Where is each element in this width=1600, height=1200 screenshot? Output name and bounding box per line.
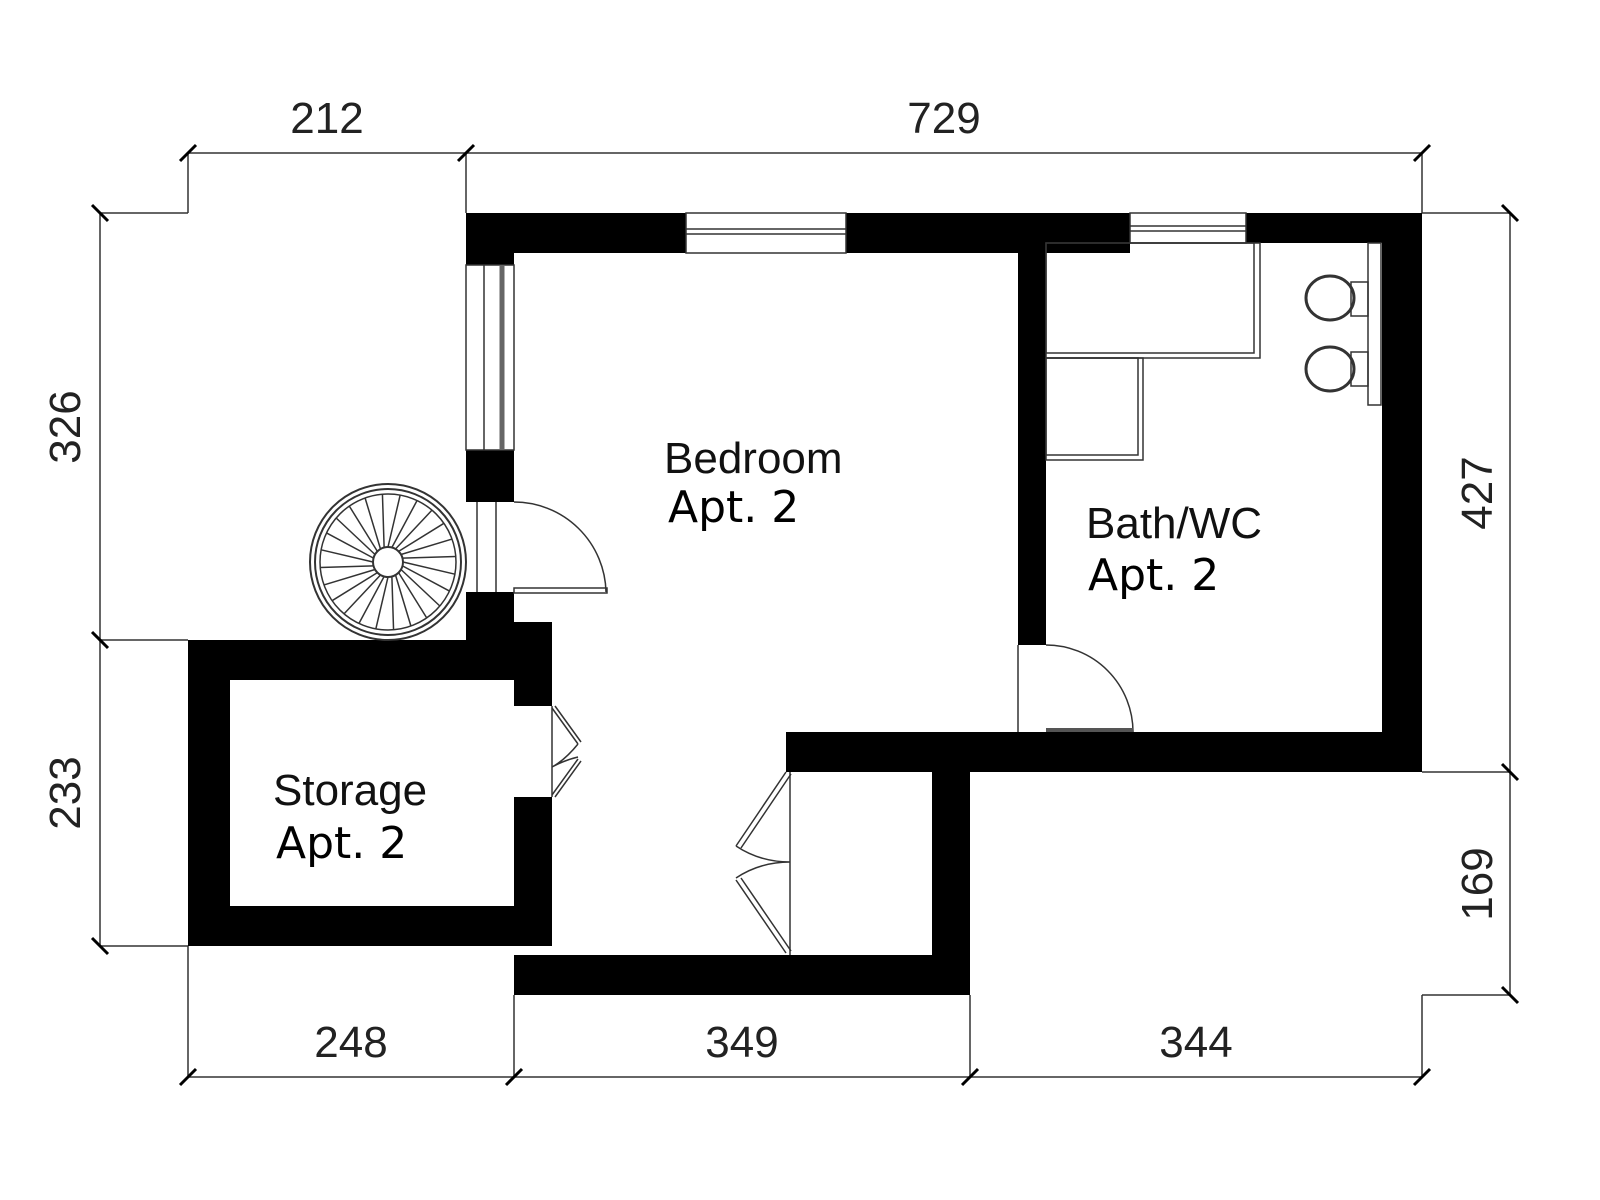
stair-tread [400,538,453,556]
dimension-bottom-right: 344 [1159,1018,1232,1067]
stair-tread [326,532,374,559]
window-top-bedroom [685,212,847,254]
bedroom-label: Bedroom [664,434,843,483]
stair-tread [323,568,376,586]
closet-door[interactable] [735,771,792,955]
toilet-icon [1304,274,1369,322]
bedroom-entry-door[interactable] [476,501,608,594]
stair-tread [391,500,418,548]
dimension-bottom-middle: 349 [705,1018,778,1067]
stair-tread [381,494,385,548]
stair-tread [400,568,441,607]
stair-tread [343,574,382,615]
stair-tread [335,517,376,556]
stair-tread [375,576,389,630]
window-left-bedroom [465,264,515,451]
bedroom-unit-label: Apt. 2 [668,482,799,533]
walls [188,213,1422,995]
shower-tray [1045,357,1144,461]
stair-tread [348,505,379,552]
stair-tread [398,522,445,553]
stair-tread [394,574,412,627]
spiral-staircase [309,483,467,641]
dimension-left-lower: 233 [41,756,90,829]
stair-tread [402,561,456,575]
stair-tread [358,576,385,624]
dimension-left-upper: 326 [41,390,90,463]
bath-unit-label: Apt. 2 [1088,550,1219,601]
stair-tread [397,572,428,619]
storage-door[interactable] [551,705,582,798]
dimension-right-upper: 427 [1453,456,1502,529]
stair-tread [387,494,401,548]
stair-tread [394,509,433,550]
dimension-top-left: 212 [290,94,363,143]
dimension-right-lower: 169 [1453,847,1502,920]
stair-tread [320,549,374,563]
stair-tread [391,576,395,630]
storage-unit-label: Apt. 2 [276,818,407,869]
stair-tread [402,565,450,592]
toilet-icon [1304,345,1369,393]
dimension-bottom-left: 248 [314,1018,387,1067]
stair-tread [320,565,374,569]
stair-tread [331,571,378,602]
stair-tread [364,497,382,550]
dimension-top-right: 729 [907,94,980,143]
bath-door[interactable] [1017,644,1134,733]
dimension-lines [90,143,1520,1087]
storage-label: Storage [273,766,427,815]
bath-label: Bath/WC [1086,499,1262,548]
window-top-bath [1129,212,1247,244]
stair-tread [402,555,456,559]
toilet-wall-panel [1367,242,1382,406]
bathtub [1045,242,1261,359]
